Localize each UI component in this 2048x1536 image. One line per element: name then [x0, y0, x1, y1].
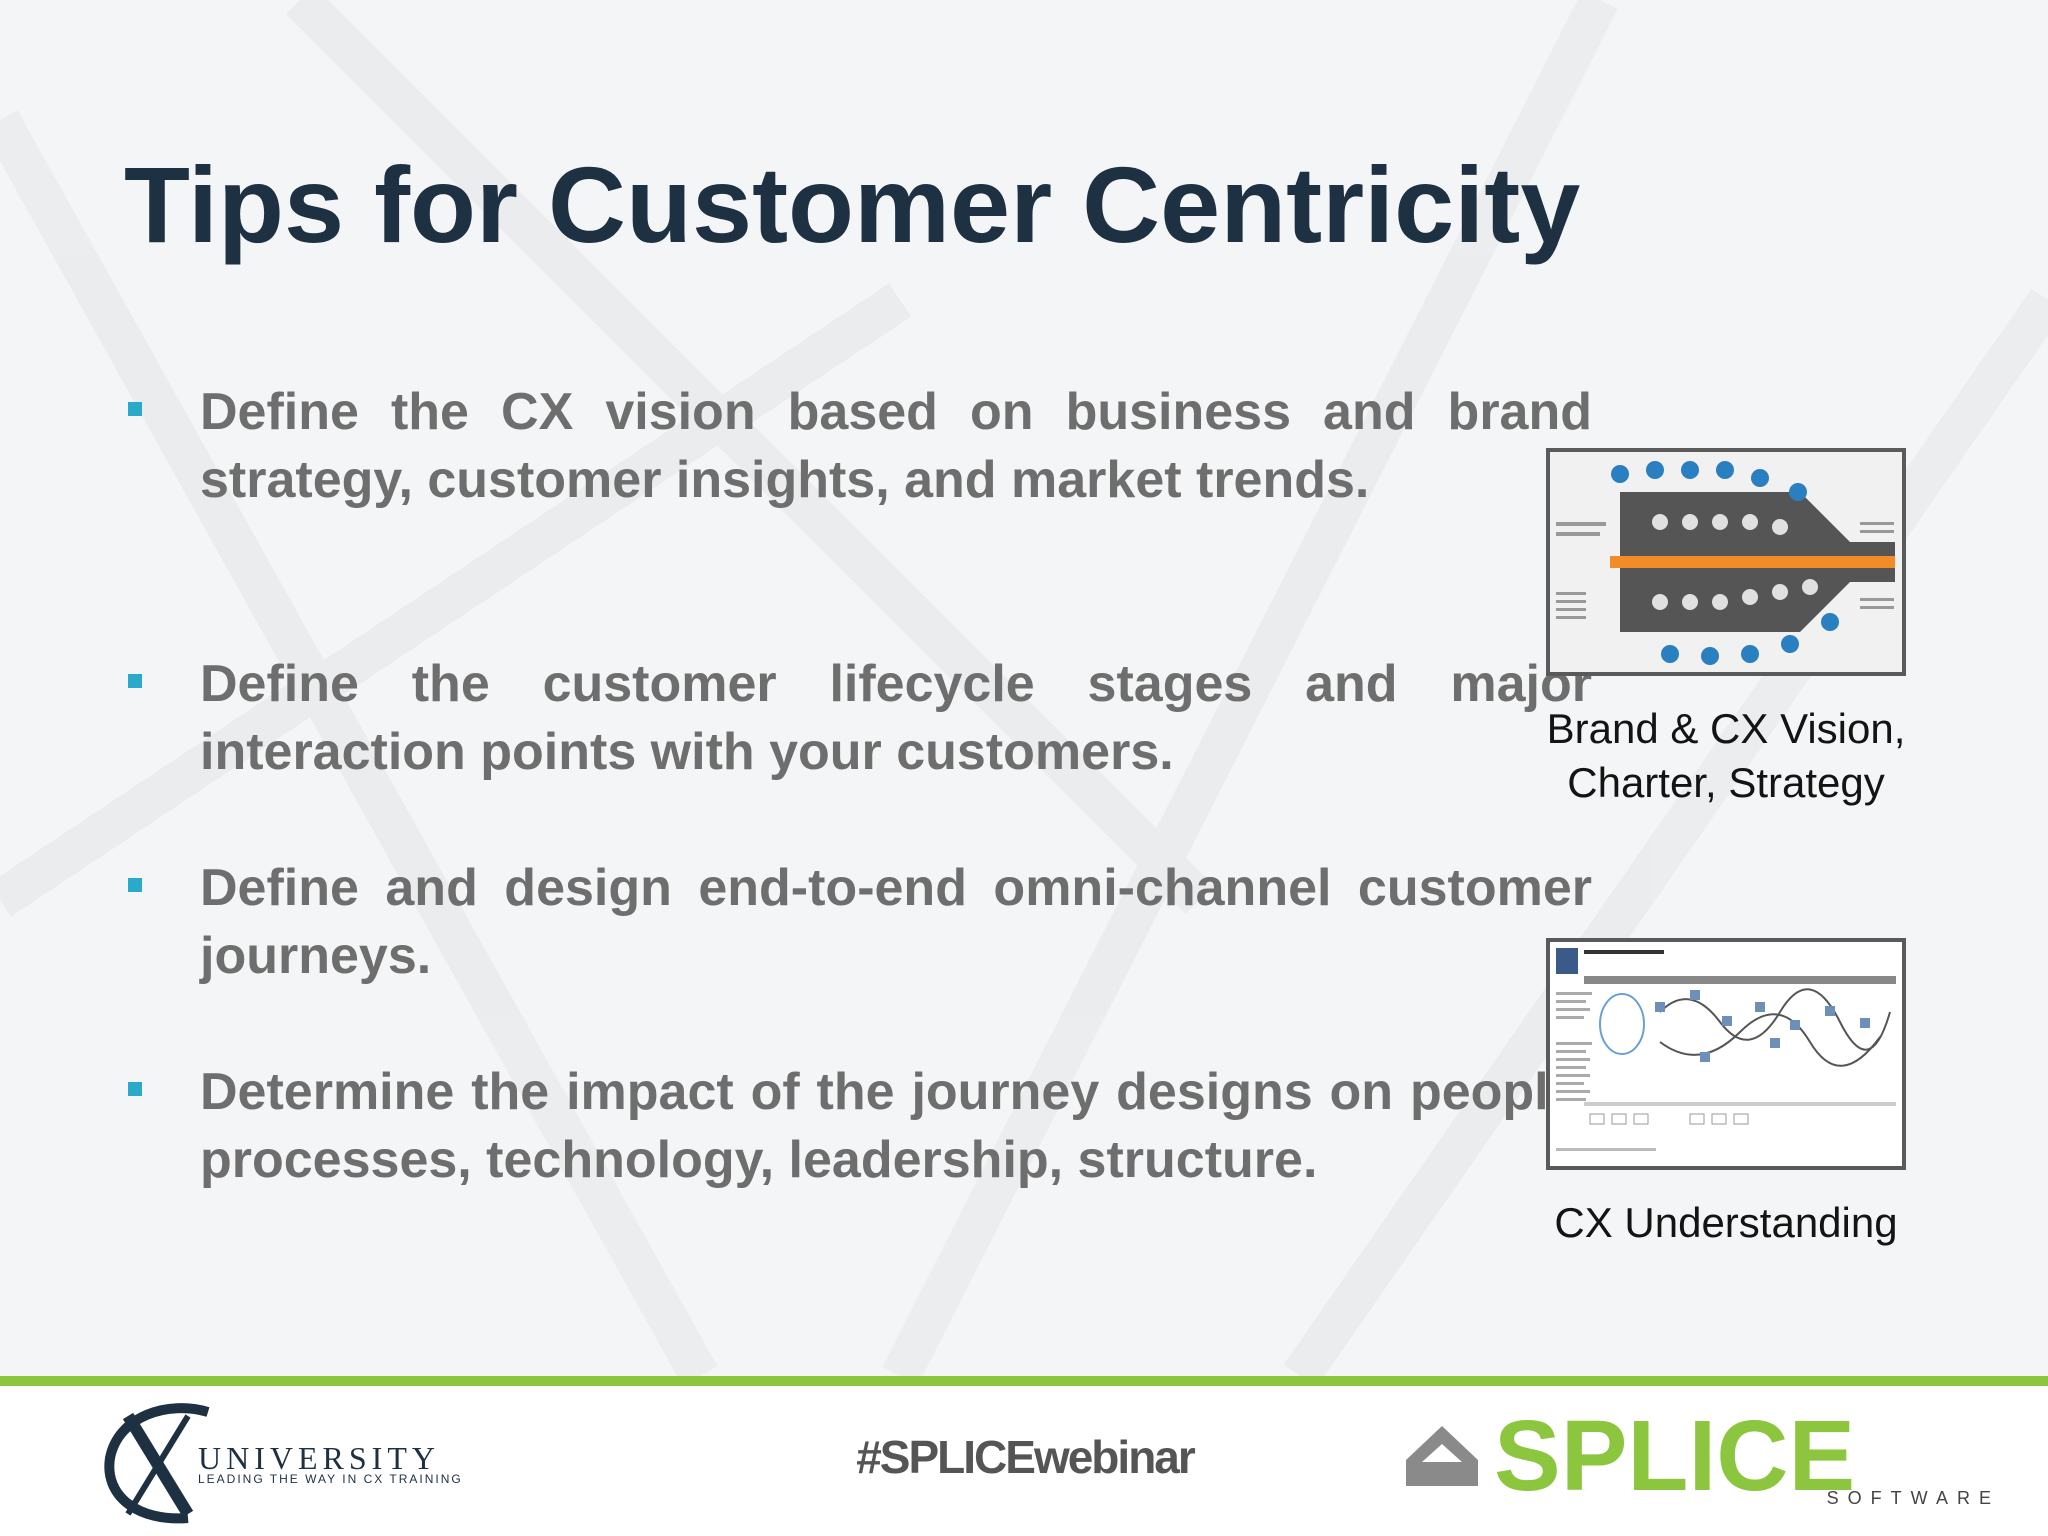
- background-pattern: [0, 0, 2048, 1376]
- bullet-text: Determine the impact of the journey desi…: [200, 1063, 1592, 1189]
- bullet-marker: [128, 1082, 142, 1096]
- bullet-text: Define the customer lifecycle stages and…: [200, 655, 1592, 781]
- splice-wordmark: SPLICE: [1494, 1410, 1855, 1502]
- journey-map-thumbnail: [1550, 942, 1902, 1166]
- splice-subtitle: SOFTWARE: [1826, 1488, 2000, 1508]
- footer: [0, 1386, 2048, 1536]
- splice-logo: SPLICE: [1406, 1410, 1855, 1502]
- bullet-marker: [128, 402, 142, 416]
- university-wordmark: UNIVERSITY: [198, 1440, 440, 1476]
- bullet-text: Define the CX vision based on business a…: [200, 383, 1592, 509]
- university-tagline: LEADING THE WAY IN CX TRAINING: [198, 1472, 463, 1486]
- footer-divider: [0, 1376, 2048, 1386]
- cx-vision-diagram-image: [1546, 448, 1906, 676]
- figure-caption: Brand & CX Vision, Charter, Strategy: [1546, 705, 1906, 806]
- diagram-thumbnail: [1550, 452, 1902, 672]
- bullet-marker: [128, 878, 142, 892]
- cx-understanding-image: [1546, 938, 1906, 1170]
- figure-caption: CX Understanding: [1554, 1199, 1898, 1246]
- bullet-marker: [128, 674, 142, 688]
- bullet-text: Define and design end-to-end omni-channe…: [200, 859, 1592, 985]
- cx-university-logo-mark: [104, 1403, 210, 1524]
- webinar-hashtag: #SPLICEwebinar: [856, 1431, 1196, 1483]
- slide-title: Tips for Customer Centricity: [124, 144, 1581, 265]
